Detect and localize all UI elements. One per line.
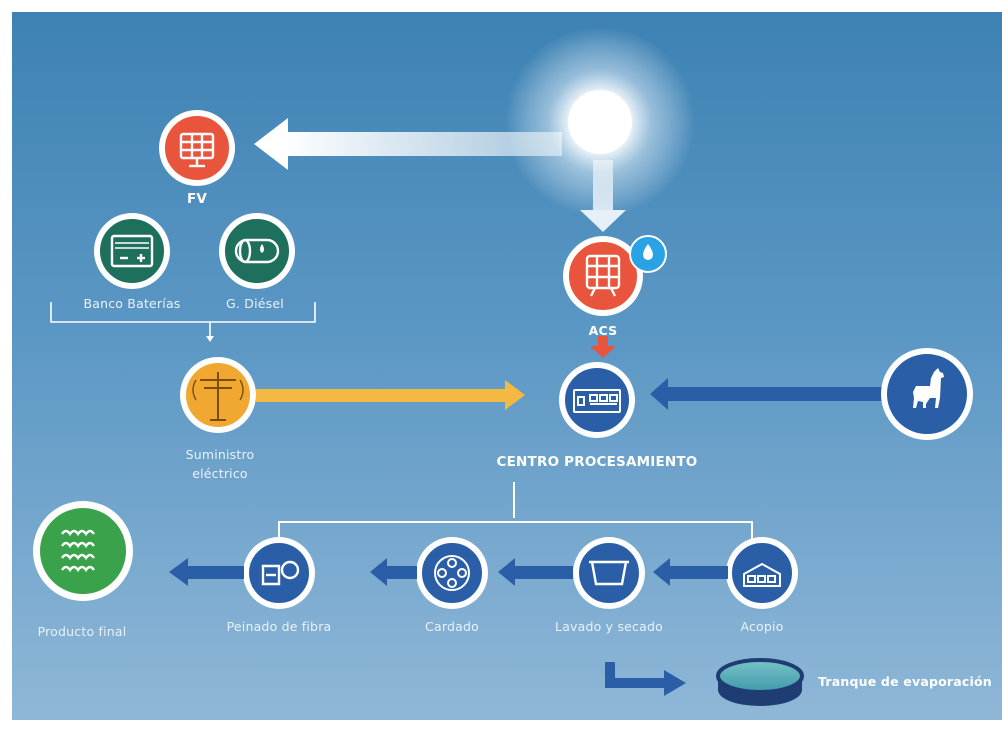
carding-node xyxy=(416,537,488,609)
combing-node xyxy=(243,537,315,609)
processing-center-node xyxy=(559,362,635,438)
electricity-arrow xyxy=(256,380,525,410)
hot-water-arrow xyxy=(590,336,616,358)
solar-panel-icon xyxy=(179,132,215,168)
final-product-label: Producto final xyxy=(37,624,127,639)
arrow-carding-to-combing xyxy=(370,558,417,586)
acs-label: ACS xyxy=(588,323,618,338)
evaporation-pond-icon xyxy=(716,658,804,706)
water-drop-badge xyxy=(629,235,667,273)
electric-supply-label: Suministro eléctrico xyxy=(160,445,280,483)
warehouse-icon xyxy=(743,562,781,587)
evaporation-pond-label: Tranque de evaporación xyxy=(818,674,992,689)
arrow-stockpile-to-washing xyxy=(653,558,728,586)
energy-sources-bracket xyxy=(50,302,316,342)
stockpile-label: Acopio xyxy=(740,619,784,634)
battery-bank-node xyxy=(94,213,170,289)
washing-label: Lavado y secado xyxy=(555,619,663,634)
process-branch-lines xyxy=(278,482,753,542)
fiber-roll-icon xyxy=(261,560,300,586)
arrow-washing-to-carding xyxy=(498,558,573,586)
battery-bank-label: Banco Baterías xyxy=(83,296,181,311)
factory-icon xyxy=(573,389,621,413)
fv-node xyxy=(159,110,235,186)
waste-water-arrow xyxy=(605,662,686,696)
diesel-tank-icon xyxy=(234,238,280,264)
electric-supply-label-line1: Suministro xyxy=(185,447,255,462)
wool-skein-icon xyxy=(61,529,95,573)
carding-label: Cardado xyxy=(425,619,479,634)
sun-icon xyxy=(505,27,695,217)
arrow-combing-to-final xyxy=(169,558,244,586)
fv-label: FV xyxy=(186,191,208,207)
llama-icon xyxy=(913,368,944,408)
electric-supply-node xyxy=(180,357,256,433)
acs-node xyxy=(563,235,667,316)
washing-node xyxy=(573,537,645,609)
sunlight-arrow-to-acs xyxy=(580,160,626,232)
llama-node xyxy=(881,348,973,440)
wash-basin-icon xyxy=(589,560,629,586)
carding-icon xyxy=(434,555,470,591)
electric-supply-label-line2: eléctrico xyxy=(192,466,248,481)
solar-thermal-icon xyxy=(585,254,621,297)
stockpile-node xyxy=(726,537,798,609)
final-product-node xyxy=(33,501,133,601)
diesel-node xyxy=(219,213,295,289)
power-pole-icon xyxy=(192,372,244,421)
raw-fiber-arrow xyxy=(650,378,886,410)
processing-center-label: CENTRO PROCESAMIENTO xyxy=(496,454,698,470)
combing-label: Peinado de fibra xyxy=(226,619,332,634)
diesel-label: G. Diésel xyxy=(226,296,284,311)
battery-icon xyxy=(110,234,154,268)
sunlight-arrow-to-fv xyxy=(254,118,562,170)
